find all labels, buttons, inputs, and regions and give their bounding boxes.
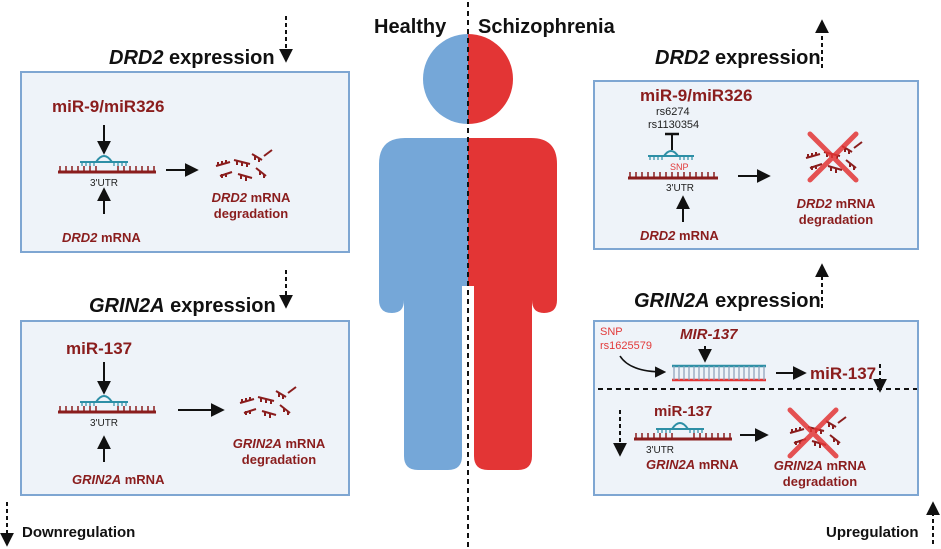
result-line2: degradation: [241, 452, 317, 467]
result-rest: mRNA: [822, 458, 867, 473]
heading-rest: expression: [709, 47, 821, 69]
mrna-gene: GRIN2A: [646, 457, 696, 472]
schizo-grin2a-mrna-label: GRIN2A mRNA: [646, 457, 738, 473]
schizo-drd2-inhibit-bar: [665, 132, 679, 150]
schizo-grin2a-snp-label: SNP: [600, 326, 623, 338]
healthy-grin2a-utr-label: 3'UTR: [90, 418, 119, 429]
heading-gene: DRD2: [109, 47, 164, 69]
schizophrenia-label: Schizophrenia: [478, 16, 615, 38]
healthy-drd2-panel: [20, 71, 350, 253]
schizo-mir137-dsrna: [672, 364, 766, 382]
result-gene: GRIN2A: [773, 458, 823, 473]
mrna-rest: mRNA: [695, 457, 739, 472]
schizo-drd2-heading: DRD2 expression: [655, 47, 821, 70]
heading-rest: expression: [163, 47, 275, 69]
schizo-grin2a-mirna-label: miR-137: [654, 403, 713, 420]
healthy-grin2a-fragments: [239, 386, 297, 419]
heading-gene: GRIN2A: [89, 295, 165, 317]
healthy-grin2a-mirna-label: miR-137: [66, 339, 133, 358]
schizo-mir137-product-label: miR-137: [810, 364, 877, 383]
schizo-drd2-utr-label: 3'UTR: [666, 183, 695, 194]
schizo-drd2-panel: [593, 80, 919, 250]
result-line2: degradation: [213, 206, 289, 221]
heading-gene: DRD2: [655, 47, 710, 69]
result-rest: mRNA: [281, 436, 326, 451]
heading-rest: expression: [164, 295, 276, 317]
mir-gene: MIR-137: [680, 326, 738, 343]
schizo-drd2-mirna-unbound: [648, 150, 694, 160]
legend-downregulation: Downregulation: [22, 524, 136, 541]
schizo-drd2-mrna: [628, 172, 718, 180]
schizo-drd2-mirna-label: miR-9/miR326: [640, 86, 753, 105]
result-line2: degradation: [798, 212, 874, 227]
healthy-grin2a-heading: GRIN2A expression: [89, 295, 276, 318]
healthy-grin2a-rna-complex: [56, 394, 158, 414]
mrna-rest: mRNA: [97, 230, 141, 245]
schizo-drd2-mrna-label: DRD2 mRNA: [640, 228, 719, 244]
schizo-grin2a-utr-label: 3'UTR: [646, 445, 675, 456]
healthy-drd2-mirna-label: miR-9/miR326: [52, 97, 165, 116]
heading-gene: GRIN2A: [634, 290, 710, 312]
mrna-rest: mRNA: [121, 472, 165, 487]
healthy-drd2-heading: DRD2 expression: [109, 47, 275, 70]
healthy-grin2a-panel: [20, 320, 350, 496]
healthy-drd2-rna-complex: [56, 154, 158, 174]
mrna-rest: mRNA: [675, 228, 719, 243]
healthy-drd2-mrna-label: DRD2 mRNA: [62, 230, 141, 246]
result-rest: mRNA: [832, 196, 876, 211]
healthy-drd2-utr-label: 3'UTR: [90, 178, 119, 189]
schizo-drd2-snp2: rs1130354: [648, 119, 700, 131]
mrna-gene: DRD2: [640, 228, 676, 243]
result-line2: degradation: [782, 474, 858, 489]
heading-rest: expression: [709, 290, 821, 312]
schizo-grin2a-snp-id: rs1625579: [600, 340, 652, 352]
schizo-grin2a-cross: [790, 410, 836, 456]
result-gene: GRIN2A: [232, 436, 282, 451]
schizo-snp-arrow: [619, 355, 667, 378]
legend-upregulation: Upregulation: [826, 524, 919, 541]
healthy-grin2a-mrna-label: GRIN2A mRNA: [72, 472, 164, 488]
result-gene: DRD2: [796, 196, 833, 211]
mrna-gene: DRD2: [62, 230, 98, 245]
mrna-gene: GRIN2A: [72, 472, 122, 487]
healthy-label: Healthy: [374, 16, 447, 38]
schizo-mir137-gene-label: MIR-137: [680, 327, 738, 343]
schizo-grin2a-heading: GRIN2A expression: [634, 290, 821, 313]
result-rest: mRNA: [247, 190, 291, 205]
schizo-drd2-cross: [810, 134, 856, 180]
healthy-drd2-fragments: [215, 149, 273, 182]
schizo-grin2a-rna-complex: [632, 421, 734, 441]
result-gene: DRD2: [211, 190, 248, 205]
schizo-drd2-snp1: rs6274: [656, 106, 690, 118]
schizo-grin2a-panel: [593, 320, 919, 496]
schizo-drd2-snp-tag: SNP: [670, 162, 689, 172]
